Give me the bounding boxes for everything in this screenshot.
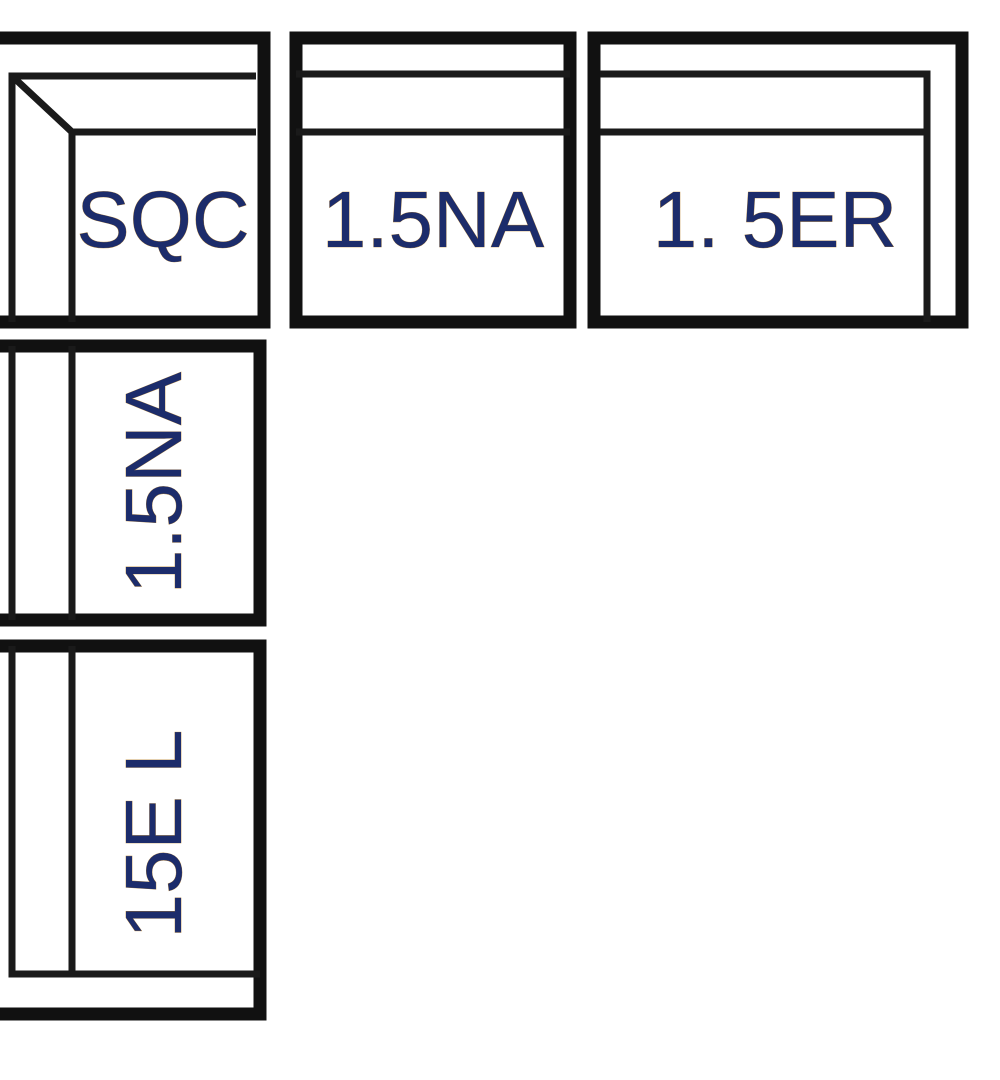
module-sqc-seat-edge — [9, 73, 256, 136]
module-left-middle-label: 1.5NA — [109, 371, 198, 594]
module-top-middle-label: 1.5NA — [322, 175, 545, 264]
module-top-right-arm-line — [600, 70, 931, 322]
module-top-right-frame — [587, 31, 969, 329]
module-top-middle: 1.5NA — [289, 31, 577, 329]
module-sqc: SQC — [0, 31, 271, 329]
module-sqc-label: SQC — [76, 175, 249, 264]
module-top-right-label: 1. 5ER — [653, 175, 898, 264]
module-left-bottom-arm-line — [8, 646, 260, 978]
module-top-middle-frame — [289, 31, 577, 329]
module-left-bottom: 15E L — [0, 639, 267, 1021]
module-left-middle: 1.5NA — [0, 339, 267, 627]
module-top-right: 1. 5ER — [587, 31, 969, 329]
module-left-bottom-label: 15E L — [109, 729, 198, 938]
module-left-middle-frame — [0, 339, 267, 627]
module-left-bottom-frame — [0, 639, 267, 1021]
module-sqc-frame — [0, 31, 271, 329]
